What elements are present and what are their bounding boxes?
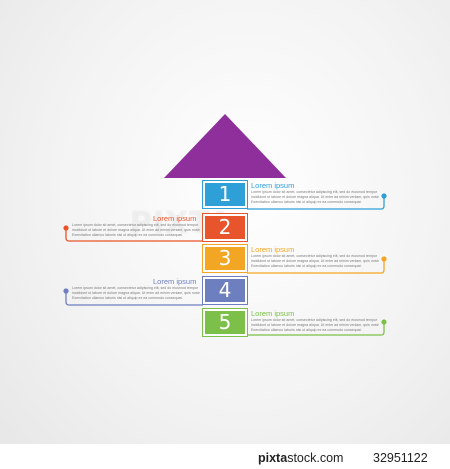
step-3-description-line: Exercitation ullamco laboris nisi ut ali… (251, 264, 362, 269)
step-1-number-box: 1 (202, 180, 248, 209)
step-1-description: Lorem ipsum dolor sit amet, consectetur … (251, 190, 379, 206)
step-5-description-line: incididunt ut labore et dolore magna ali… (251, 323, 379, 328)
step-3-description: Lorem ipsum dolor sit amet, consectetur … (251, 254, 379, 270)
step-4-description-line: Lorem ipsum dolor sit amet, consectetur … (72, 286, 199, 290)
step-4-description: Lorem ipsum dolor sit amet, consectetur … (72, 286, 200, 302)
step-3-description-line: incididunt ut labore et dolore magna ali… (251, 259, 379, 264)
step-4-connector (65, 291, 203, 306)
step-4-end-dot (63, 288, 69, 294)
step-2-number-box: 2 (202, 213, 248, 242)
step-2-title: Lorem ipsum (153, 214, 197, 223)
footer-brand: pixtastock.com (258, 451, 343, 465)
step-4-title: Lorem ipsum (153, 277, 197, 286)
step-4-description-line: Exercitation ullamco laboris nisi ut ali… (72, 296, 183, 301)
footer-bar (0, 444, 450, 469)
step-3-end-dot (381, 256, 387, 262)
step-5-description-line: Lorem ipsum dolor sit amet, consectetur … (251, 318, 378, 322)
step-1-description-line: Exercitation ullamco laboris nisi ut ali… (251, 200, 362, 205)
step-5-end-dot (381, 319, 387, 325)
step-5-description-line: Exercitation ullamco laboris nisi ut ali… (251, 328, 362, 333)
step-4-description-line: incididunt ut labore et dolore magna ali… (72, 291, 200, 296)
step-1-description-line: incididunt ut labore et dolore magna ali… (251, 195, 379, 200)
step-3-number-box: 3 (202, 244, 248, 273)
step-2-description-line: Lorem ipsum dolor sit amet, consectetur … (72, 223, 199, 227)
step-1-description-line: Lorem ipsum dolor sit amet, consectetur … (251, 190, 378, 194)
step-1-end-dot (381, 193, 387, 199)
step-5-connector (247, 322, 385, 336)
step-2-description-line: incididunt ut labore et dolore magna ali… (72, 228, 200, 233)
step-2-connector (65, 228, 203, 242)
footer-brand-prefix: pixta (258, 451, 288, 465)
step-3-title: Lorem ipsum (251, 245, 295, 254)
step-5-description: Lorem ipsum dolor sit amet, consectetur … (251, 318, 379, 334)
step-5-title: Lorem ipsum (251, 309, 295, 318)
step-3-description-line: Lorem ipsum dolor sit amet, consectetur … (251, 254, 378, 258)
step-1-title: Lorem ipsum (251, 181, 295, 190)
footer-brand-suffix: stock.com (287, 451, 344, 465)
step-1-connector (247, 196, 385, 210)
step-2-description: Lorem ipsum dolor sit amet, consectetur … (72, 223, 200, 239)
step-2-end-dot (63, 225, 69, 231)
arrow-head (164, 114, 286, 178)
step-3-connector (247, 259, 385, 274)
step-4-number-box: 4 (202, 276, 248, 305)
step-2-description-line: Exercitation ullamco laboris nisi ut ali… (72, 233, 183, 238)
footer-image-number: 32951122 (373, 451, 428, 465)
step-5-number-box: 5 (202, 308, 248, 337)
